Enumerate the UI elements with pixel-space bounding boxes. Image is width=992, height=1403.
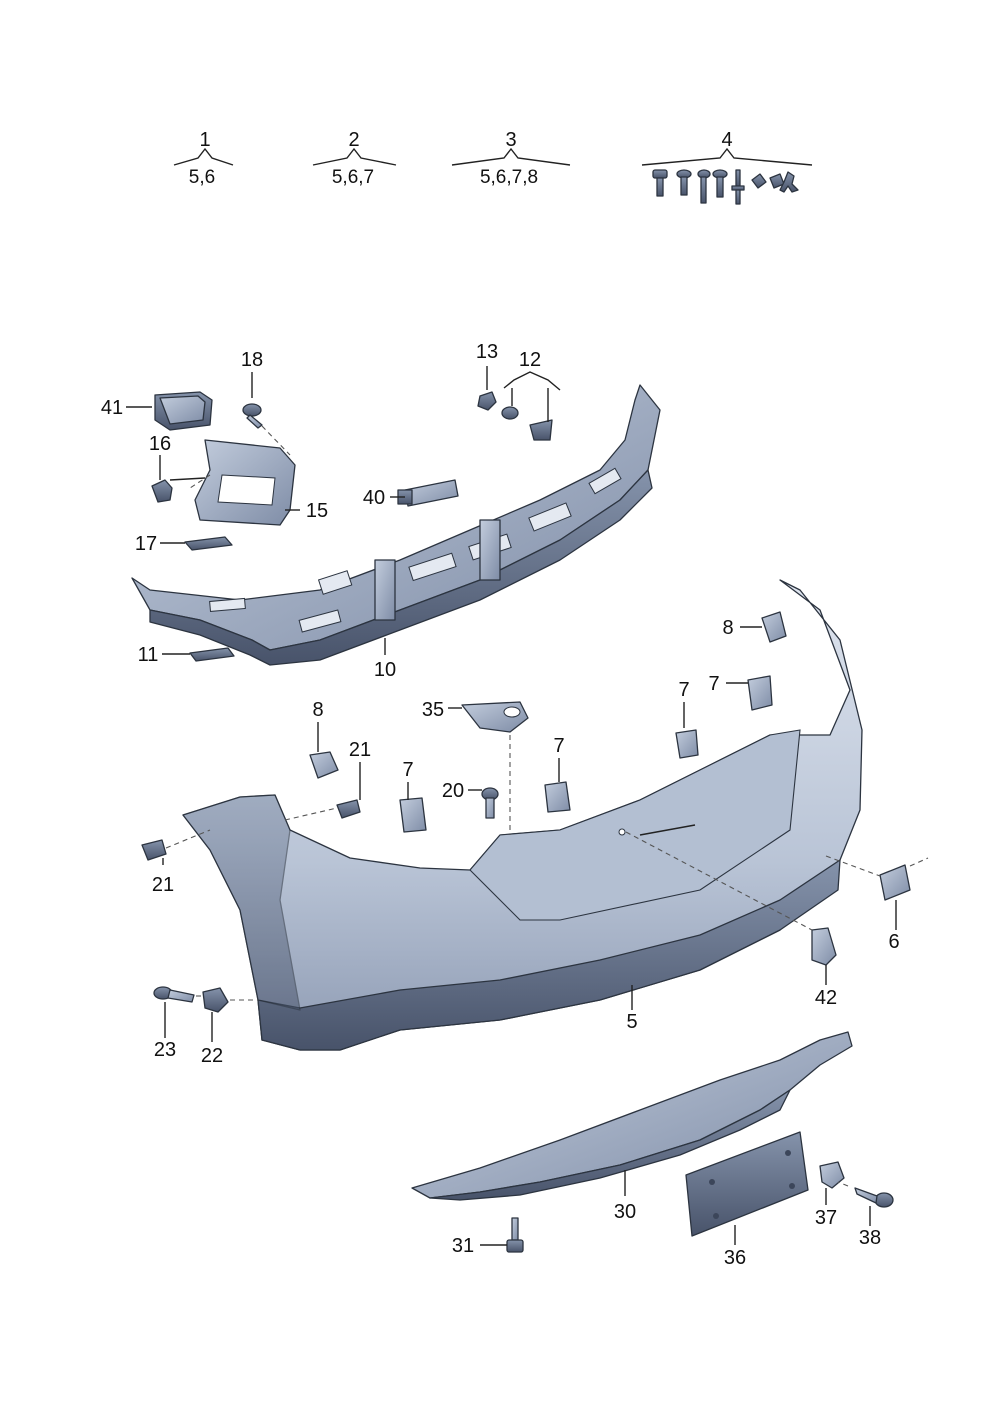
callout-22: 22 [201,1045,223,1067]
callout-17: 17 [135,533,157,555]
callout-7: 7 [402,759,413,781]
callout-18: 18 [241,349,263,371]
callout-38: 38 [859,1227,881,1249]
kit-contents: 5,6,7,8 [480,167,538,188]
callout-7: 7 [678,679,689,701]
part-41-sensor-bracket [154,391,213,431]
callout-23: 23 [154,1039,176,1061]
callout-16: 16 [149,433,171,455]
callout-12: 12 [519,349,541,371]
part-21-expansion-rivet [141,799,361,861]
callout-6: 6 [888,931,899,953]
callout-40: 40 [363,487,385,509]
part-6-cap [879,864,911,901]
callout-7: 7 [708,673,719,695]
part-20-bolt [481,787,499,819]
part-15-bracket [194,439,296,526]
callout-37: 37 [815,1207,837,1229]
part-40-sensor [397,479,459,507]
kit-3: 3 5,6,7,8 [451,129,571,188]
callout-10: 10 [374,659,396,681]
fastener-set-icon [652,169,799,205]
callout-30: 30 [614,1201,636,1223]
callout-42: 42 [815,987,837,1009]
part-7-clip [399,675,773,833]
part-31-screw [506,1217,524,1253]
kit-1: 1 5,6 [173,129,234,188]
callout-15: 15 [306,500,328,522]
callout-7: 7 [553,735,564,757]
part-38-screw [854,1187,894,1208]
bumper-cover [182,579,863,1051]
part-17-clip [184,536,233,551]
callout-21: 21 [152,874,174,896]
callout-20: 20 [442,780,464,802]
callout-36: 36 [724,1247,746,1269]
part-22-grommet [202,987,229,1013]
kit-contents: 5,6,7 [332,167,374,188]
part-42-bracket [811,927,837,966]
callout-5: 5 [626,1011,637,1033]
kit-number: 3 [505,129,516,151]
callout-8: 8 [312,699,323,721]
kit-number: 4 [721,129,732,151]
kit-number: 1 [199,129,210,151]
lower-diffuser [411,1031,853,1201]
part-23-screw [153,986,195,1003]
callout-31: 31 [452,1235,474,1257]
kit-number: 2 [348,129,359,151]
callout-35: 35 [422,699,444,721]
bumper-carrier [131,384,661,666]
kit-2: 2 5,6,7 [312,129,397,188]
part-18-screw [242,403,263,429]
callout-13: 13 [476,341,498,363]
callout-11: 11 [138,644,159,666]
part-13-nut [477,391,497,411]
kit-4: 4 [641,129,813,205]
kit-contents: 5,6 [189,167,215,188]
leader-lines [126,366,929,1246]
part-11-clip [189,647,235,662]
part-36-license-plate-base [685,1131,809,1237]
callout-8: 8 [722,617,733,639]
part-37-nut [819,1161,845,1189]
callout-labels: 41 18 13 12 16 15 40 17 11 10 8 7 7 35 8… [101,341,900,1269]
part-8-clip [309,611,787,779]
callout-41: 41 [101,397,123,419]
part-16-nut [151,479,173,503]
part-12-washer-and-screw [501,406,553,441]
part-35-bracket [461,701,529,733]
callout-21: 21 [349,739,371,761]
